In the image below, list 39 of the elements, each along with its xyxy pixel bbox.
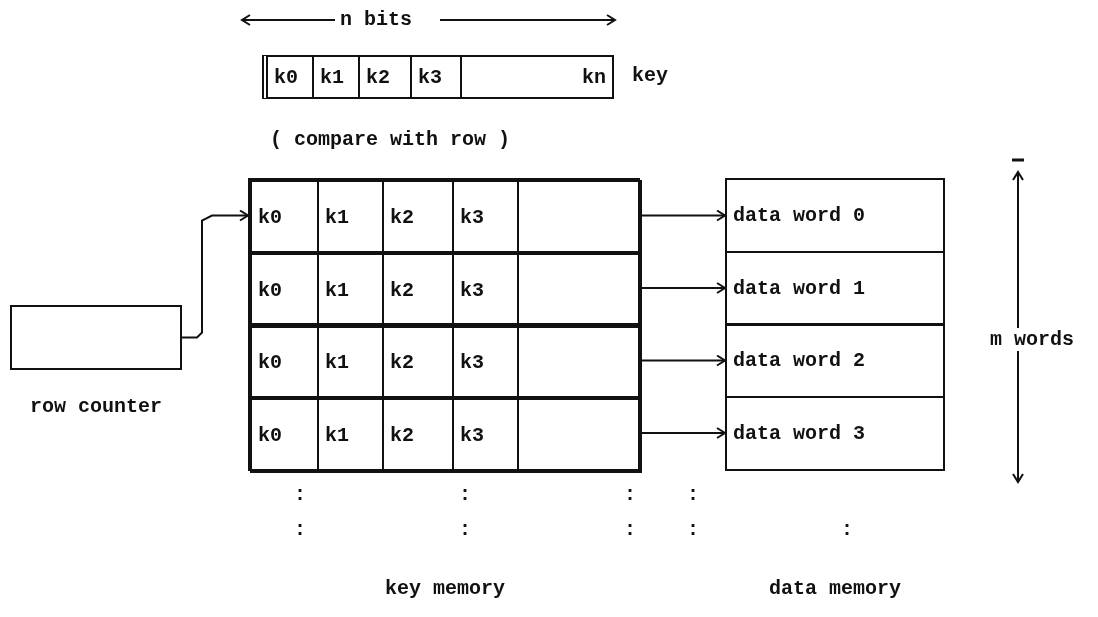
ellipsis-mark: : bbox=[459, 518, 471, 541]
key-bit-cell: k1 bbox=[312, 55, 360, 99]
memory-label: key memory bbox=[384, 577, 506, 600]
key-bit-cell: k3 bbox=[410, 55, 462, 99]
dimension-label: m words bbox=[990, 328, 1074, 351]
key-bit-cell: k0 bbox=[250, 252, 319, 328]
arrow bbox=[639, 354, 726, 367]
ellipsis-mark: : bbox=[624, 483, 636, 506]
arrow bbox=[639, 282, 726, 294]
memory-row bbox=[248, 250, 640, 326]
empty-cell bbox=[517, 252, 642, 328]
data-word-cell: data word 2 bbox=[725, 323, 945, 398]
register-label: key bbox=[632, 64, 668, 87]
memory-row bbox=[248, 178, 640, 253]
memory-row bbox=[248, 323, 640, 398]
key-bit-cell: k0 bbox=[262, 55, 314, 99]
counter-label: row counter bbox=[29, 395, 163, 419]
ellipsis-mark: : bbox=[294, 518, 306, 541]
ellipsis-mark: : bbox=[687, 483, 699, 506]
data-word-cell: data word 1 bbox=[725, 250, 945, 326]
ellipsis-mark: : bbox=[294, 483, 306, 506]
key-bit-cell: kn bbox=[460, 55, 614, 99]
arrow bbox=[639, 427, 726, 439]
empty-cell bbox=[517, 397, 642, 473]
ellipsis-mark: : bbox=[841, 518, 853, 541]
empty-cell bbox=[517, 180, 642, 255]
note-text: ( compare with row ) bbox=[270, 128, 511, 151]
memory-label: data memory bbox=[768, 577, 902, 600]
ellipsis-mark: : bbox=[624, 518, 636, 541]
arrow bbox=[181, 209, 249, 339]
ellipsis-mark: : bbox=[459, 483, 471, 506]
data-word-cell: data word 3 bbox=[725, 395, 945, 471]
key-bit-cell: k2 bbox=[358, 55, 412, 99]
ellipsis-mark: : bbox=[687, 518, 699, 541]
key-bit-cell: k0 bbox=[250, 397, 319, 473]
dimension-label: n bits bbox=[340, 8, 412, 31]
arrow bbox=[639, 209, 726, 222]
memory-row bbox=[248, 395, 640, 471]
data-word-cell: data word 0 bbox=[725, 178, 945, 253]
